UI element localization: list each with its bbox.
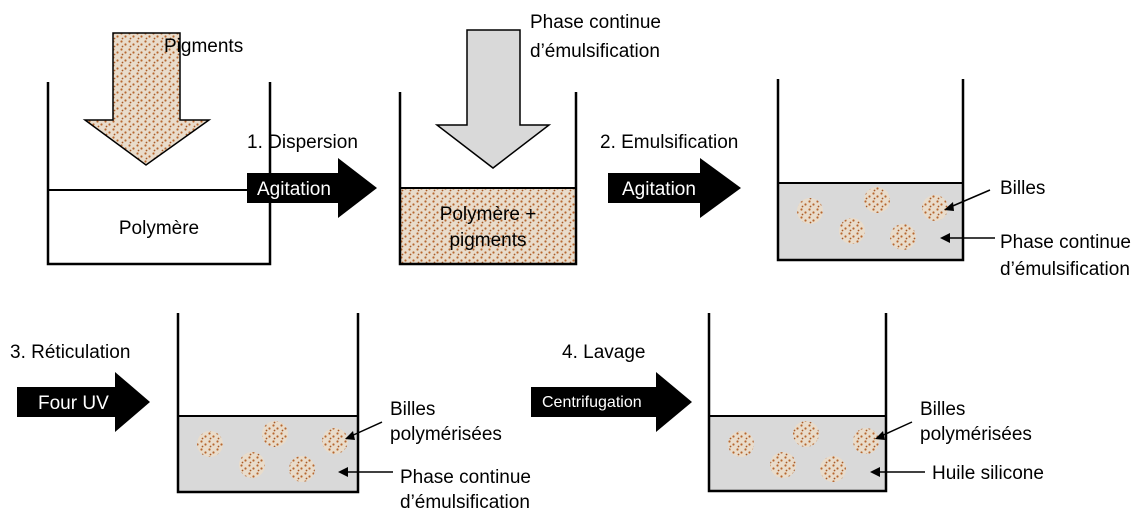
billes-poly2-label-2: polymérisées	[920, 424, 1032, 445]
bead-icon	[853, 428, 879, 454]
step1-action: Agitation	[257, 179, 331, 200]
step3-process-arrow-icon	[17, 372, 150, 432]
billes-pointer-arrow-icon	[878, 421, 913, 438]
phase-down-arrow-icon	[434, 29, 552, 169]
bead-icon	[197, 431, 223, 457]
phase-in-label-2: d’émulsification	[530, 41, 660, 62]
container-walls	[398, 92, 578, 266]
step4-title: 4. Lavage	[562, 342, 645, 363]
bead-icon	[793, 421, 819, 447]
arrowhead-icon	[940, 233, 950, 243]
bead-icon	[322, 428, 348, 454]
billes-poly2-label-1: Billes	[920, 399, 965, 420]
bead-icon	[289, 456, 315, 482]
billes-label: Billes	[1000, 178, 1045, 199]
polymer-layer	[47, 189, 271, 265]
container-5	[707, 313, 888, 493]
arrowhead-icon	[345, 431, 355, 440]
bead-icon	[797, 198, 823, 224]
bead-icon	[922, 195, 948, 221]
poly-pig-label-1: Polymère +	[440, 204, 537, 225]
bead-icon	[864, 187, 890, 213]
container-4	[176, 313, 360, 494]
huile-label: Huile silicone	[932, 463, 1044, 484]
step2-process-arrow-icon	[608, 158, 741, 218]
bead-icon	[890, 224, 916, 250]
bead-icon	[728, 431, 754, 457]
bead-icon	[262, 421, 288, 447]
container-walls	[707, 313, 888, 493]
container-walls	[776, 79, 965, 262]
step3-action: Four UV	[38, 393, 109, 414]
phase-cont2-label-1: Phase continue	[400, 467, 531, 488]
step4-process-arrow-icon	[531, 372, 692, 432]
step2-title: 2. Emulsification	[600, 132, 738, 153]
billes-pointer-arrow-icon	[348, 421, 383, 438]
bead-icon	[770, 452, 796, 478]
billes-poly-label-1: Billes	[390, 399, 435, 420]
arrowhead-icon	[875, 431, 885, 440]
poly-pig-label-2: pigments	[449, 230, 526, 251]
arrowhead-icon	[338, 467, 348, 477]
step2-action: Agitation	[622, 179, 696, 200]
pigmented-polymer-layer	[399, 187, 577, 265]
bead-icon	[820, 456, 846, 482]
step1-title: 1. Dispersion	[247, 132, 358, 153]
phase-cont-label-1: Phase continue	[1000, 232, 1131, 253]
container-walls	[176, 313, 360, 494]
bead-icon	[239, 452, 265, 478]
arrowhead-icon	[870, 467, 880, 477]
phase-cont2-label-2: d’émulsification	[400, 492, 530, 511]
pigments-label: Pigments	[164, 36, 243, 57]
phase-cont-label-2: d’émulsification	[1000, 259, 1130, 280]
phase-in-label-1: Phase continue	[530, 12, 661, 33]
bead-icon	[839, 218, 865, 244]
step3-title: 3. Réticulation	[10, 342, 130, 363]
container-3	[776, 79, 965, 262]
container-2: Polymère + pigments	[398, 92, 578, 266]
billes-poly-label-2: polymérisées	[390, 424, 502, 445]
polymer-label: Polymère	[119, 218, 199, 239]
pigments-down-arrow-icon	[82, 32, 212, 166]
step1-process-arrow-icon	[247, 158, 377, 218]
billes-pointer-arrow-icon	[947, 189, 991, 209]
arrowhead-icon	[944, 202, 954, 211]
step4-action: Centrifugation	[542, 394, 642, 411]
